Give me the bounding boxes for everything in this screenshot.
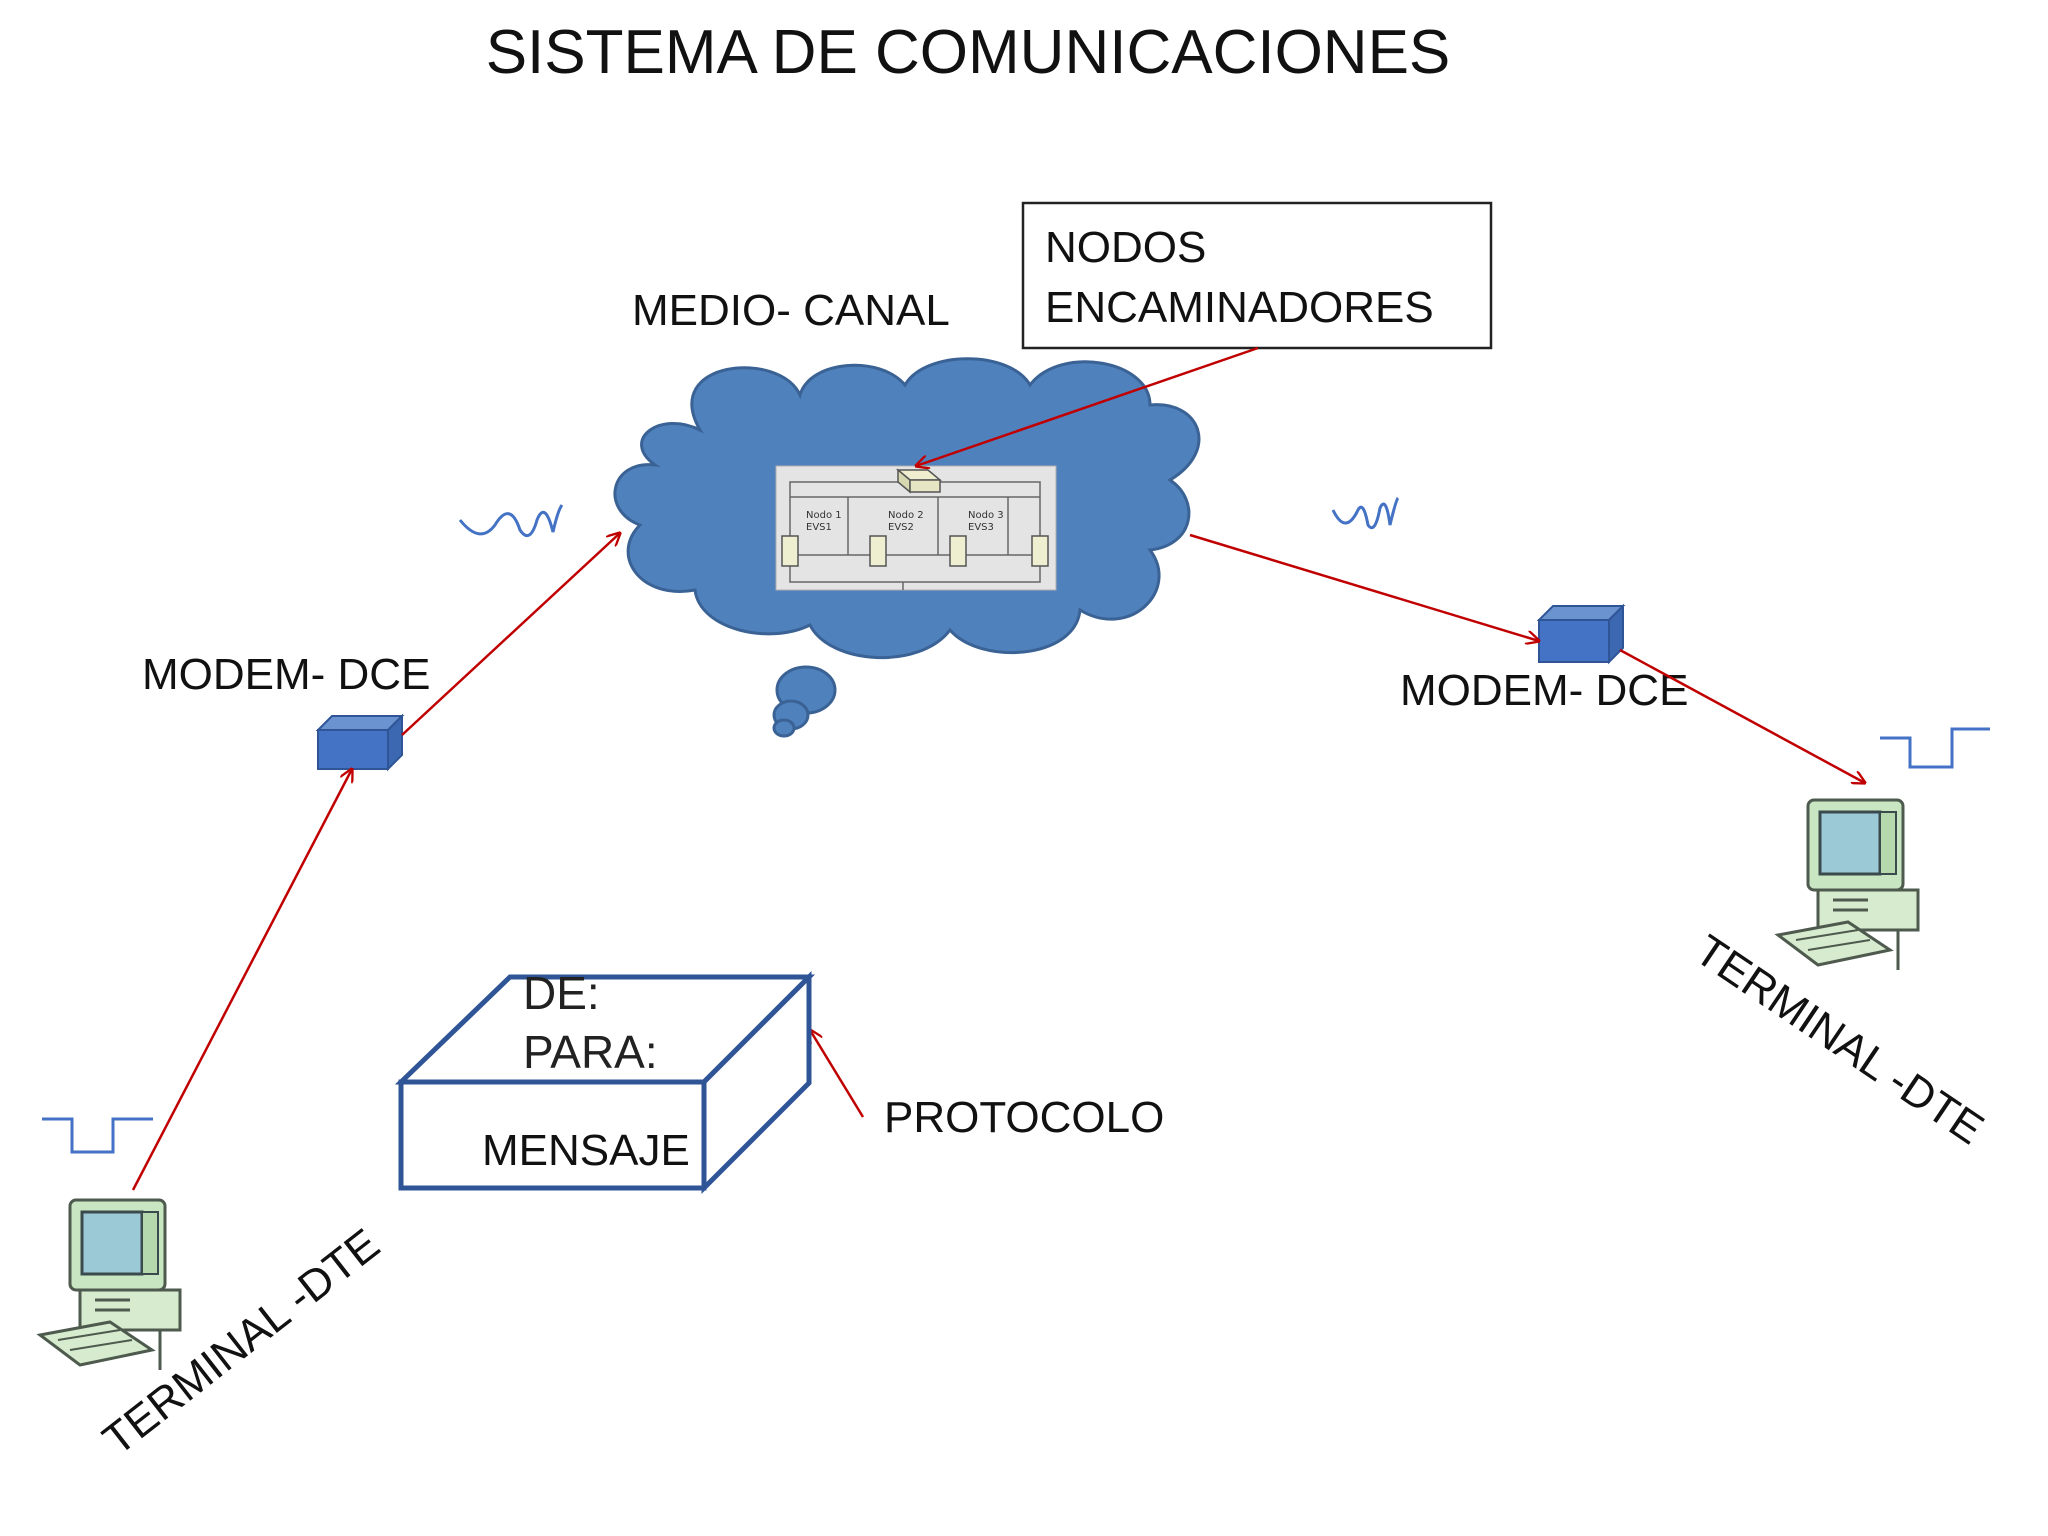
router-nodes-image: Nodo 1 EVS1 Nodo 2 EVS2 Nodo 3 EVS3 [775, 465, 1057, 591]
message-packet [394, 970, 816, 1195]
node-box-icon [949, 535, 967, 567]
router-icon [895, 468, 943, 494]
nodos-box-line1: NODOS [1045, 223, 1206, 272]
arrow-modem-to-cloud [401, 533, 620, 736]
packet-de-label: DE: [523, 967, 600, 1019]
computer-terminal-icon [1776, 798, 1920, 972]
node-2-label: Nodo 2 [888, 510, 924, 521]
protocolo-label: PROTOCOLO [884, 1093, 1164, 1142]
arrow-protocolo-to-packet [810, 1030, 865, 1118]
arrow-box-to-router [916, 346, 1259, 466]
arrow-modem-to-terminal [1619, 648, 1865, 783]
node-box-icon [1031, 535, 1049, 567]
packet-mensaje-label: MENSAJE [482, 1126, 690, 1175]
analog-signal-icon [1331, 496, 1400, 530]
right-modem-label: MODEM- DCE [1400, 666, 1688, 715]
medio-canal-label: MEDIO- CANAL [632, 286, 950, 335]
node-box-icon [781, 535, 799, 567]
node-1-label: Nodo 1 [806, 510, 842, 521]
modem-icon [315, 713, 405, 772]
nodos-encaminadores-box [1021, 201, 1493, 350]
packet-para-label: PARA: [523, 1026, 658, 1078]
node-box-icon [869, 535, 887, 567]
analog-signal-icon [458, 504, 564, 538]
node-3-sublabel: EVS3 [968, 522, 994, 533]
page-title: SISTEMA DE COMUNICACIONES [486, 18, 1451, 87]
node-3-label: Nodo 3 [968, 510, 1004, 521]
node-2-sublabel: EVS2 [888, 522, 914, 533]
node-1-sublabel: EVS1 [806, 522, 832, 533]
left-modem-label: MODEM- DCE [142, 650, 430, 699]
modem-icon [1536, 603, 1626, 665]
nodos-box-line2: ENCAMINADORES [1045, 283, 1434, 332]
arrow-cloud-to-modem [1189, 533, 1539, 641]
arrow-terminal-to-modem [131, 769, 352, 1191]
computer-terminal-icon [38, 1198, 182, 1372]
digital-signal-icon [1880, 727, 1990, 769]
digital-signal-icon [42, 1117, 153, 1154]
